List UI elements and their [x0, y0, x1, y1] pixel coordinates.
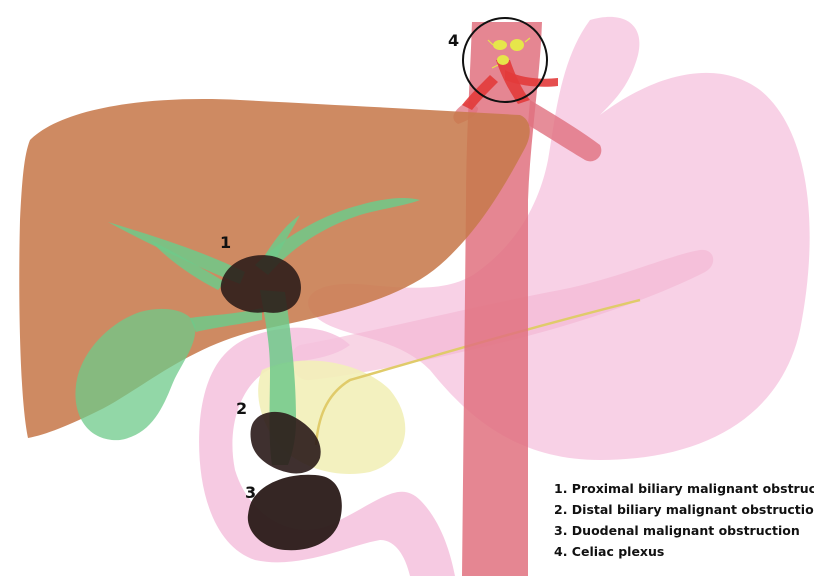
legend-item-1: 1. Proximal biliary malignant obstructio… — [554, 478, 814, 499]
legend-item-4: 4. Celiac plexus — [554, 541, 814, 562]
legend: 1. Proximal biliary malignant obstructio… — [554, 478, 814, 562]
marker-4: 4 — [448, 31, 459, 50]
marker-3: 3 — [245, 483, 256, 502]
celiac-ganglion-3 — [497, 55, 509, 65]
legend-item-2: 2. Distal biliary malignant obstruction — [554, 499, 814, 520]
legend-item-3: 3. Duodenal malignant obstruction — [554, 520, 814, 541]
celiac-ganglion-1 — [493, 40, 507, 50]
marker-1: 1 — [220, 233, 231, 252]
celiac-ganglion-2 — [510, 39, 524, 51]
marker-2: 2 — [236, 399, 247, 418]
